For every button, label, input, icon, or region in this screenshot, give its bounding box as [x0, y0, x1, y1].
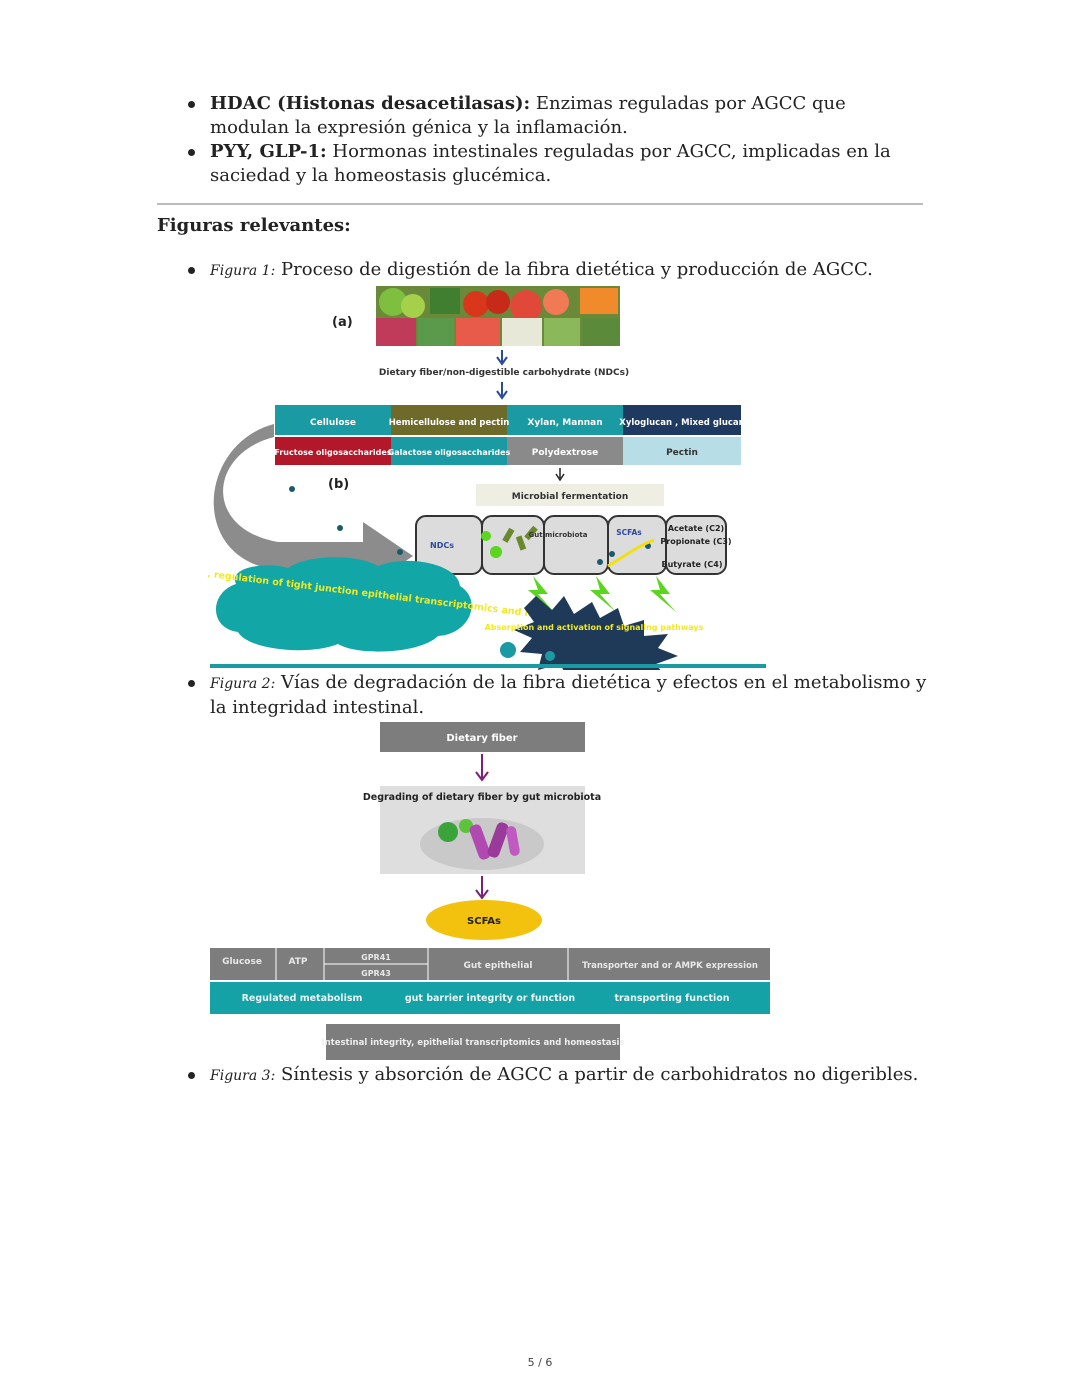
bar-cell: Glucose [222, 957, 262, 967]
fiber-cell: Hemicellulose and pectin [389, 418, 510, 428]
fiber-cell: Pectin [666, 448, 698, 458]
fiber-cell: Fructose oligosaccharides [274, 448, 391, 457]
page-number: 5 / 6 [527, 1356, 553, 1369]
figure-caption: Vías de degradación de la fibra dietétic… [210, 672, 927, 718]
gut-label: Gut [265, 514, 299, 537]
section-heading: Figuras relevantes: [157, 215, 351, 236]
figure-label: Figura 1: [210, 263, 276, 279]
bar-cell: Transporter and or AMPK expression [582, 961, 758, 971]
scfas-label: SCFAs [467, 916, 501, 927]
figure-3-caption: Figura 3: Síntesis y absorción de AGCC a… [188, 1063, 928, 1088]
figure-label: Figura 2: [210, 676, 276, 692]
fiber-cell: Polydextrose [532, 448, 598, 458]
term: PYY, GLP-1: [210, 141, 327, 162]
propionate-label: Propionate (C3) [660, 537, 731, 546]
teal-cell: gut barrier integrity or function [405, 993, 576, 1004]
microbiota-label: Gut microbiota [529, 531, 588, 539]
bottom-box: Intestinal integrity, epithelial transcr… [321, 1038, 624, 1048]
bar-cell: GPR41 [361, 953, 391, 962]
butyrate-label: Butyrate (C4) [662, 560, 723, 569]
fiber-cell: Xylan, Mannan [527, 418, 602, 428]
panel-a-label: (a) [332, 315, 353, 330]
figure-caption: Síntesis y absorción de AGCC a partir de… [281, 1064, 919, 1085]
fiber-cell: Cellulose [310, 418, 356, 428]
figure-1-caption: Figura 1: Proceso de digestión de la fib… [188, 258, 928, 283]
figure-1-image: (a) Dietary fiber/non-digestible carbohy… [208, 286, 766, 670]
figure-caption: Proceso de digestión de la fibra dietéti… [281, 259, 873, 280]
glossary-item-pyy: PYY, GLP-1: Hormonas intestinales regula… [188, 140, 928, 188]
dietary-fiber-box: Dietary fiber [446, 733, 517, 744]
ndcs-label: NDCs [430, 541, 454, 550]
gut-epithelium [415, 515, 727, 575]
fig1-title: Dietary fiber/non-digestible carbohydrat… [379, 368, 629, 378]
scfas-label: SCFAs [616, 528, 642, 537]
degrading-label: Degrading of dietary fiber by gut microb… [363, 792, 601, 803]
teal-cell: transporting function [614, 993, 729, 1004]
bar-cell: Gut epithelial [463, 961, 532, 971]
bar-cell: ATP [288, 957, 307, 967]
acetate-label: Acetate (C2) [668, 524, 724, 533]
glossary-item-hdac: HDAC (Histonas desacetilasas): Enzimas r… [188, 92, 928, 140]
fiber-cell: Xyloglucan , Mixed glucan [619, 418, 744, 428]
figure-2-image: Dietary fiber Degrading of dietary fiber… [210, 722, 770, 1060]
term-description: Enzimas reguladas por AGCC que modulan l… [210, 93, 846, 138]
term: HDAC (Histonas desacetilasas): [210, 93, 531, 114]
fermentation-label: Microbial fermentation [512, 492, 629, 502]
divider [157, 203, 923, 205]
vegetables-photo [376, 286, 620, 346]
figure-label: Figura 3: [210, 1068, 276, 1084]
figure-2-caption: Figura 2: Vías de degradación de la fibr… [188, 671, 928, 720]
term-description: Hormonas intestinales reguladas por AGCC… [210, 141, 891, 186]
starburst-text: Absorption and activation of signaling p… [485, 623, 704, 632]
glossary-list: HDAC (Histonas desacetilasas): Enzimas r… [188, 92, 928, 188]
bar-cell: GPR43 [361, 969, 391, 978]
panel-b-label: (b) [328, 477, 349, 492]
fiber-cell: Galactose oligosaccharides [388, 448, 511, 457]
teal-cell: Regulated metabolism [242, 993, 363, 1004]
